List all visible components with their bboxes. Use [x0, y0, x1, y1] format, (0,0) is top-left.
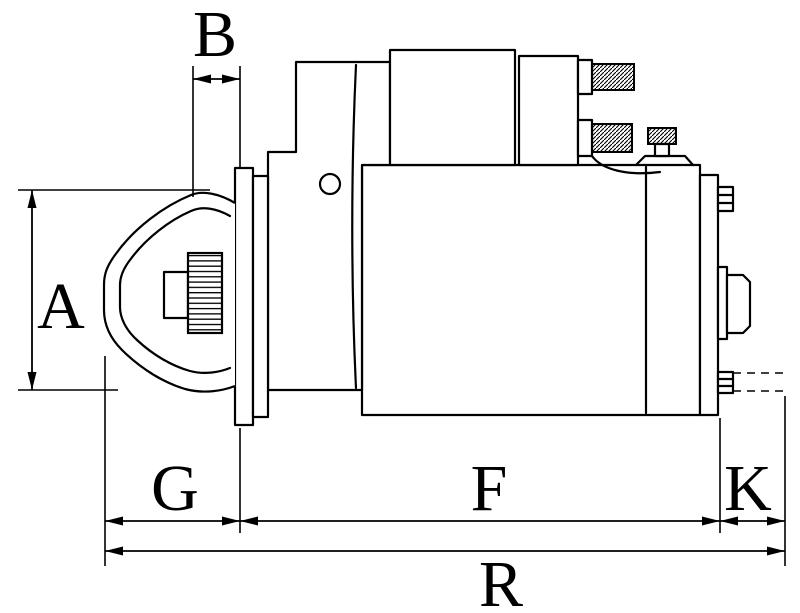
housing-seam-line [351, 63, 358, 390]
dimension-G: G [105, 452, 240, 526]
dimension-B: B [192, 0, 241, 197]
pinion-fork-inner [118, 207, 232, 374]
starter-motor-drawing [102, 48, 788, 427]
dimension-F: F [240, 452, 720, 526]
through-bolt-bottom [716, 370, 735, 395]
dimension-A: A [18, 189, 210, 391]
pinion-gear [186, 251, 224, 335]
end-cap [698, 173, 720, 417]
terminal-strap [590, 154, 662, 175]
terminal-stud-lower [576, 118, 662, 175]
rear-boss [716, 265, 752, 341]
motor-body [360, 163, 702, 417]
terminal-stud-upper-base [576, 58, 594, 96]
dimension-label-r: R [479, 548, 523, 613]
through-bolt-top [716, 185, 735, 213]
mounting-flange-front [233, 166, 255, 427]
rear-boss-base [716, 265, 729, 341]
dimensions: B A G F [18, 0, 786, 613]
solenoid-body [388, 48, 517, 167]
terminal-stud-upper [576, 58, 635, 96]
rear-boss-head [725, 273, 752, 335]
mounting-flange-rear [251, 174, 270, 419]
housing-hole [318, 172, 342, 196]
through-bolt-top-body [716, 185, 735, 213]
dimension-label-g: G [151, 452, 199, 525]
dimension-K: K [720, 452, 785, 526]
pinion-hub [162, 270, 190, 320]
through-bolt-bottom-body [716, 370, 735, 395]
terminal-stud-upper-thread [591, 63, 635, 91]
solenoid-end-cap [517, 54, 580, 167]
dimension-label-a: A [37, 270, 85, 343]
dimension-label-k: K [724, 452, 772, 525]
terminal-stud-lower-thread [591, 123, 633, 153]
rear-bolt-neck [653, 142, 671, 158]
rear-bracket [634, 127, 695, 167]
terminal-stud-lower-base [576, 118, 594, 158]
dimension-label-b: B [193, 0, 237, 71]
dimension-label-f: F [471, 452, 508, 525]
dimension-R: R [105, 546, 785, 613]
rear-bracket-outline [634, 154, 695, 167]
rear-bolt-thread [647, 127, 677, 145]
